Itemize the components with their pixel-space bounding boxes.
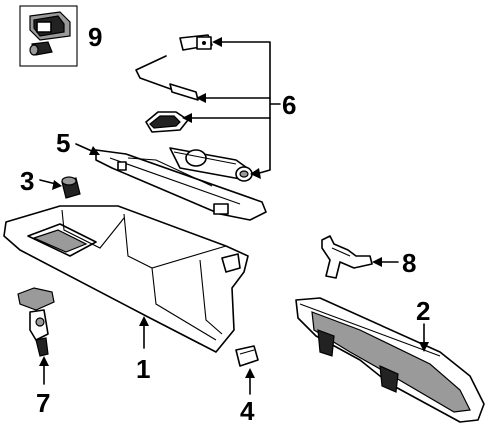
part-3-bushing	[61, 176, 81, 199]
part-4-clip	[235, 345, 259, 367]
callout-1-leader	[139, 316, 149, 349]
part-6-rod	[135, 55, 201, 101]
callout-3-leader	[39, 179, 62, 190]
part-1-glove-box	[3, 205, 249, 353]
callout-7: 7	[36, 388, 50, 418]
callout-6: 6	[282, 90, 296, 120]
callout-5: 5	[56, 128, 70, 158]
part-6-damper	[169, 147, 253, 182]
callout-8-leader	[372, 257, 399, 267]
callout-9: 9	[88, 22, 102, 52]
callout-6-leaders	[182, 37, 281, 179]
callout-8: 8	[402, 248, 416, 278]
callout-4: 4	[240, 396, 255, 426]
callout-4-leader	[245, 368, 255, 395]
part-2-panel	[295, 297, 485, 423]
callout-1: 1	[136, 354, 150, 384]
callout-5-leader	[75, 143, 100, 155]
part-5-rail	[95, 149, 267, 221]
part-7-lock	[17, 287, 55, 357]
part-6-clip	[179, 34, 213, 51]
callout-2: 2	[416, 296, 430, 326]
callout-2-leader	[419, 323, 429, 352]
part-6-latch	[145, 111, 189, 133]
callout-3: 3	[20, 166, 34, 196]
callout-7-leader	[39, 356, 49, 385]
part-9-inset	[19, 5, 78, 67]
part-8-bracket	[321, 235, 373, 279]
